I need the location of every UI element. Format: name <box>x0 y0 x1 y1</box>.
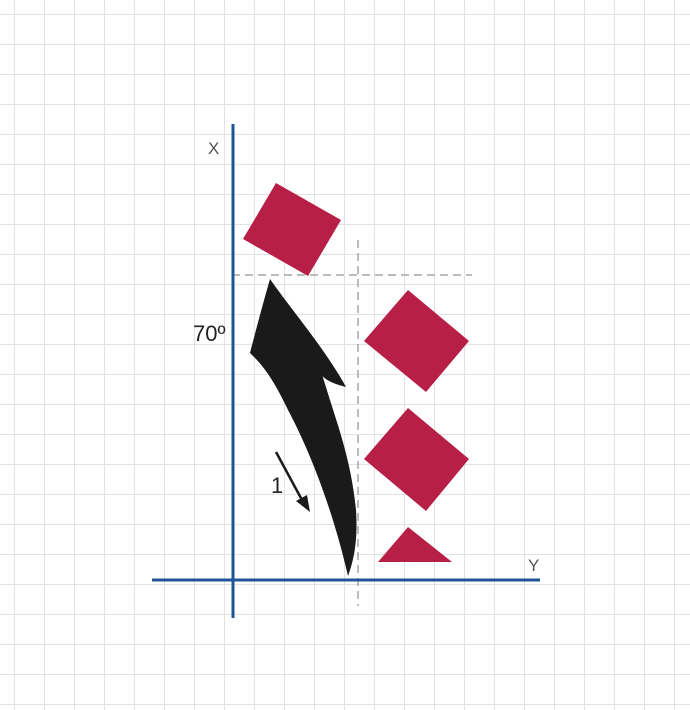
y-axis-label: Y <box>528 556 539 575</box>
small-arrow-shaft <box>274 451 304 501</box>
angle-label: 70º <box>193 321 226 346</box>
top-square <box>243 183 341 276</box>
lower-square <box>364 408 469 511</box>
small-arrow-label: 1 <box>271 473 283 498</box>
bottom-triangle <box>378 527 452 562</box>
curved-arrow-shape <box>250 279 357 576</box>
x-axis-label: X <box>208 139 219 158</box>
middle-square <box>364 290 469 392</box>
small-arrow-head <box>296 495 310 512</box>
